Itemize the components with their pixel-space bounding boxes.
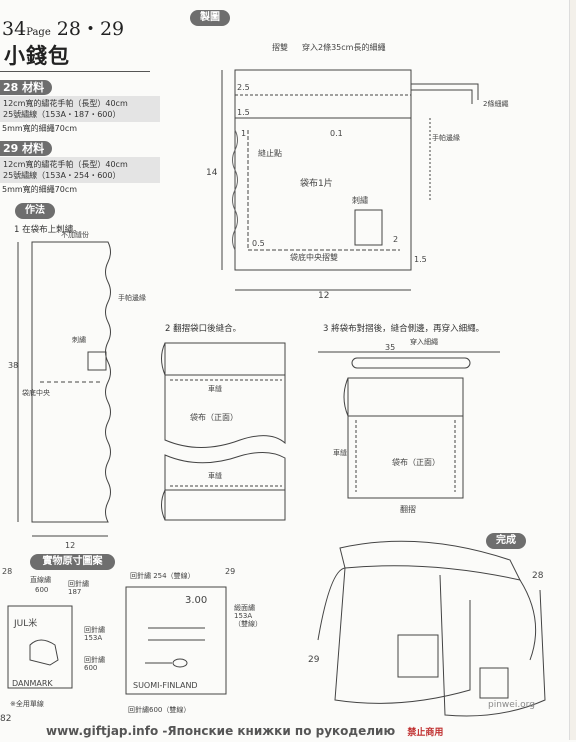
actual-size-diagram (7, 586, 227, 695)
label-600: 600 (35, 586, 48, 594)
watermark: pinwei.org (488, 700, 535, 710)
label-danmark: DANMARK (12, 679, 53, 688)
materials-29-list: 12cm寬的繡花手帕（長型）40cm 25號繡線（153A・254・600） (0, 157, 160, 183)
label-back-254: 回針繡 254（雙線） (130, 571, 195, 580)
label-two-cords: 2條細繩 (483, 99, 508, 108)
embroidery-placement (354, 209, 383, 246)
label-bottom-center: 袋底中央 (22, 388, 50, 397)
materials-28-list: 12cm寬的繡花手帕（長型）40cm 25號繡線（153A・187・600） (0, 96, 160, 122)
step1-caption: 1 在袋布上刺繡。 (14, 225, 82, 235)
materials-28-heading: 28 材料 (0, 80, 52, 95)
label-1-5: 1.5 (237, 108, 250, 117)
step2-diagram (161, 342, 286, 521)
label-suomi: SUOMI-FINLAND (133, 681, 198, 690)
label-embroidery: 刺繡 (352, 195, 368, 205)
label-back-600b: 回針繡600（雙線） (128, 705, 190, 714)
finished-labels: 28 29 (308, 571, 544, 665)
label-turn-over: 翻摺 (400, 504, 416, 514)
step1-labels: 不加縫份 手帕邊緣 刺繡 袋底中央 38 12 (8, 230, 146, 550)
label-width-12: 12 (318, 291, 329, 301)
material-line: 25號繡線（153A・187・600） (3, 110, 121, 119)
label-note-single: ※全用單線 (10, 699, 44, 708)
label-height-14: 14 (206, 168, 218, 178)
section-method: 作法 (15, 203, 55, 219)
page-number-bottom: 82 (0, 714, 12, 724)
label-jul: JUL米 (13, 617, 37, 629)
label-straight-stitch: 直線繡 (30, 575, 51, 584)
step3-diagram (318, 351, 500, 499)
label-height-38: 38 (8, 361, 18, 370)
label-2-5: 2.5 (237, 83, 250, 92)
step3-caption: 3 將袋布對摺後，縫合側邊，再穿入細繩。 (323, 324, 485, 334)
label-2: 2 (393, 235, 398, 244)
material-line: 25號繡線（153A・254・600） (3, 171, 121, 180)
page-number-header: 34Page 28・29 (2, 18, 125, 40)
section-pattern: 製圖 (190, 10, 230, 26)
pattern-labels: 摺雙 穿入2條35cm長的細繩 2.5 1.5 1 0.1 縫止點 袋布1片 刺… (206, 42, 508, 301)
step2-labels: 車縫 袋布（正面） 車縫 (190, 384, 238, 480)
label-bottom-fold: 袋底中央摺雙 (290, 252, 338, 262)
label-1: 1 (241, 129, 246, 138)
material-line: 12cm寬的繡花手帕（長型）40cm (3, 99, 128, 108)
label-stitch-side: 車縫 (333, 448, 347, 457)
label-cloth-front: 袋布（正面） (190, 412, 238, 422)
label-stitch-top: 車縫 (208, 384, 222, 393)
title-underline (0, 71, 150, 72)
page-title: 小錢包 (4, 44, 70, 68)
label-29: 29 (225, 567, 235, 576)
label-0-5: 0.5 (252, 239, 265, 248)
label-fold-top: 摺雙 (272, 42, 288, 52)
material-line: 5mm寬的細繩70cm (2, 185, 78, 194)
section-actual-size: 實物原寸圖案 (30, 554, 115, 570)
footer-no-commercial: 禁止商用 (407, 728, 444, 738)
label-no-seam: 不加縫份 (61, 230, 89, 239)
label-length-35: 35 (385, 343, 395, 352)
step2-caption: 2 翻摺袋口後縫合。 (165, 324, 242, 334)
finished-label-29: 29 (308, 655, 320, 665)
label-embroidery-step1: 刺繡 (72, 335, 86, 344)
material-line: 5mm寬的細繩70cm (2, 124, 78, 133)
label-insert-cord: 穿入細繩 (410, 337, 438, 346)
label-hankie-edge-step1: 手帕邊緣 (118, 293, 146, 302)
label-0-1: 0.1 (330, 129, 343, 138)
label-stop-point: 縫止點 (258, 148, 282, 158)
label-bag-cloth: 袋布1片 (300, 177, 333, 189)
page-edge (569, 0, 576, 740)
section-finished: 完成 (486, 533, 526, 549)
label-28: 28 (2, 567, 12, 576)
label-cloth-front-step3: 袋布（正面） (392, 457, 440, 467)
label-width-12-step1: 12 (65, 541, 75, 550)
material-line: 12cm寬的繡花手帕（長型）40cm (3, 160, 128, 169)
footer-link[interactable]: www.giftjap.info -Японские книжки по рук… (46, 724, 396, 738)
step3-labels: 穿入細繩 35 車縫 袋布（正面） 翻摺 (333, 337, 440, 514)
finished-label-28: 28 (532, 571, 544, 581)
label-cord-insert: 穿入2條35cm長的細繩 (302, 42, 385, 52)
footer: www.giftjap.info -Японские книжки по рук… (0, 722, 576, 740)
pattern-diagram (221, 69, 479, 291)
step1-diagram (17, 241, 111, 537)
label-hankie-edge: 手帕邊緣 (432, 133, 460, 142)
label-right-1-5: 1.5 (414, 255, 427, 264)
materials-29-heading: 29 材料 (0, 141, 52, 156)
label-price: 3.00 (185, 595, 207, 606)
label-stitch-bottom: 車縫 (208, 471, 222, 480)
finished-bags (317, 540, 546, 717)
